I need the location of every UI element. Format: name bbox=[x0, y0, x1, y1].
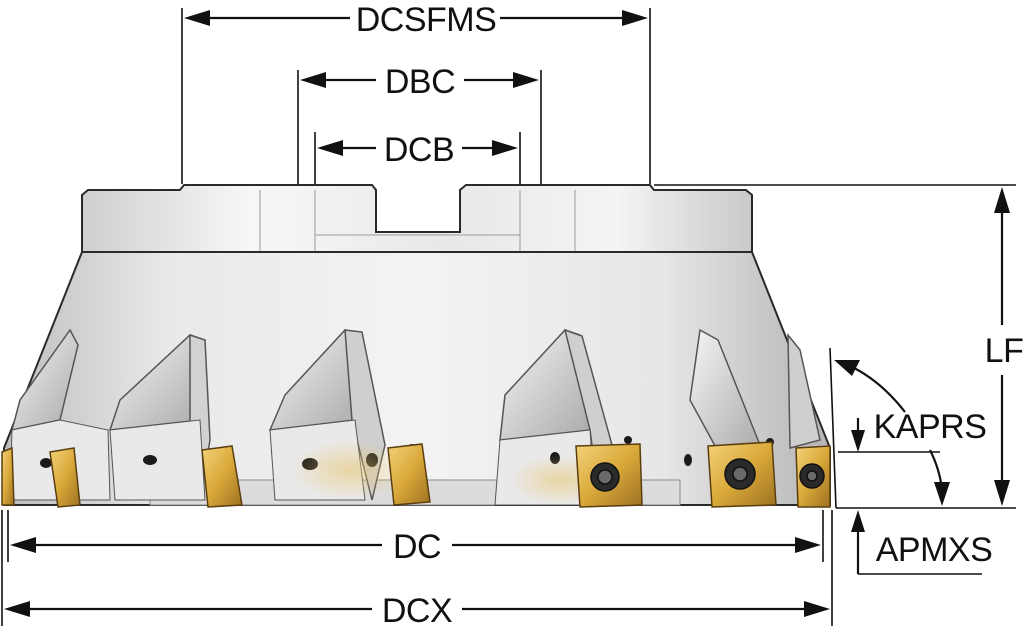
dc-dimension: DC bbox=[7, 510, 824, 566]
arrowhead-kaprs-lower bbox=[934, 482, 950, 506]
kaprs-label: KAPRS bbox=[874, 408, 987, 446]
arrowhead-right bbox=[492, 140, 518, 156]
insert-6 bbox=[707, 441, 777, 508]
insert-2 bbox=[49, 447, 81, 508]
arrowhead-left bbox=[300, 72, 326, 88]
arrowhead-right bbox=[513, 72, 539, 88]
cutting-inserts bbox=[1, 441, 831, 508]
arrowhead-kaprs bbox=[834, 360, 860, 376]
insert-4 bbox=[387, 443, 431, 506]
arrowhead-left bbox=[10, 537, 36, 553]
dcsfms-dimension: DCSFMS bbox=[181, 1, 651, 184]
dcsfms-label: DCSFMS bbox=[356, 1, 497, 39]
arrowhead-up bbox=[851, 510, 865, 532]
arrowhead-left bbox=[184, 10, 210, 26]
arrowhead-down bbox=[994, 480, 1010, 506]
arrowhead-right bbox=[804, 601, 830, 617]
dc-label: DC bbox=[393, 528, 441, 566]
lf-dimension: LF bbox=[654, 184, 1024, 509]
apmxs-dimension: APMXS bbox=[851, 418, 993, 575]
insert-7 bbox=[795, 445, 831, 508]
dcb-label: DCB bbox=[384, 131, 454, 169]
lf-label: LF bbox=[985, 332, 1024, 370]
dbc-dimension: DBC bbox=[297, 63, 542, 184]
dcx-dimension: DCX bbox=[1, 510, 833, 630]
cutter-collar bbox=[81, 184, 753, 253]
insert-3 bbox=[201, 445, 243, 508]
kaprs-dimension: KAPRS bbox=[829, 347, 987, 509]
dcb-dimension: DCB bbox=[314, 131, 521, 184]
insert-5 bbox=[575, 443, 643, 508]
arrowhead-left bbox=[4, 601, 30, 617]
arrowhead-down bbox=[851, 430, 865, 452]
insert-1 bbox=[1, 446, 15, 506]
apmxs-label: APMXS bbox=[876, 531, 993, 569]
arrowhead-right bbox=[622, 10, 648, 26]
arrowhead-left bbox=[317, 140, 343, 156]
arrowhead-up bbox=[994, 187, 1010, 213]
dbc-label: DBC bbox=[385, 63, 455, 101]
arrowhead-right bbox=[795, 537, 821, 553]
dcx-label: DCX bbox=[382, 592, 452, 630]
